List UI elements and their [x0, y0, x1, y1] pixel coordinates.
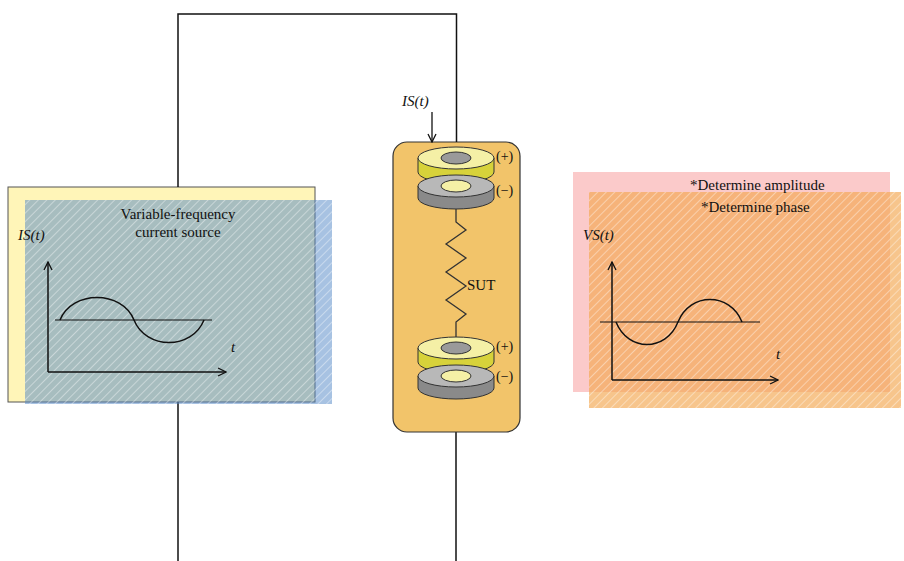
analyzer-panel: *Determine amplitude *Determine phase: [573, 172, 901, 408]
top-electrode: [418, 147, 494, 209]
edge-label: IS(t): [402, 92, 429, 110]
axis: [47, 262, 49, 372]
sut-housing: [393, 142, 520, 432]
current-arrow: [431, 112, 432, 142]
signal-name: IS(t): [18, 226, 45, 244]
axis: [612, 379, 778, 381]
voltage-wave: [616, 300, 742, 345]
terminal-label: (+): [496, 338, 513, 356]
node-text: SUT: [467, 276, 495, 294]
terminal-label: (+): [496, 148, 513, 166]
resistor-symbol: [446, 209, 466, 337]
wire: [177, 402, 179, 561]
analyzer-panel-front: [589, 192, 901, 408]
terminal-label: (−): [496, 368, 513, 386]
axis: [611, 262, 613, 380]
node-text: *Determine phase: [701, 198, 810, 216]
hatching: [589, 192, 901, 408]
signal-name: VS(t): [583, 226, 614, 244]
axis-label: t: [231, 338, 235, 356]
current-wave: [60, 298, 204, 343]
axis: [48, 371, 226, 373]
axis-label: t: [776, 345, 780, 363]
wire: [455, 432, 457, 561]
source-panel: Variable-frequency current source: [8, 187, 332, 404]
wire-connector: [178, 14, 457, 187]
source-panel-front: [25, 200, 332, 404]
node-text: *Determine amplitude: [690, 176, 825, 194]
hatching: [25, 200, 332, 404]
zero-line: [600, 321, 760, 322]
bottom-electrode: [418, 337, 494, 399]
node-text: Variable-frequency current source: [103, 205, 253, 241]
terminal-label: (−): [496, 182, 513, 200]
